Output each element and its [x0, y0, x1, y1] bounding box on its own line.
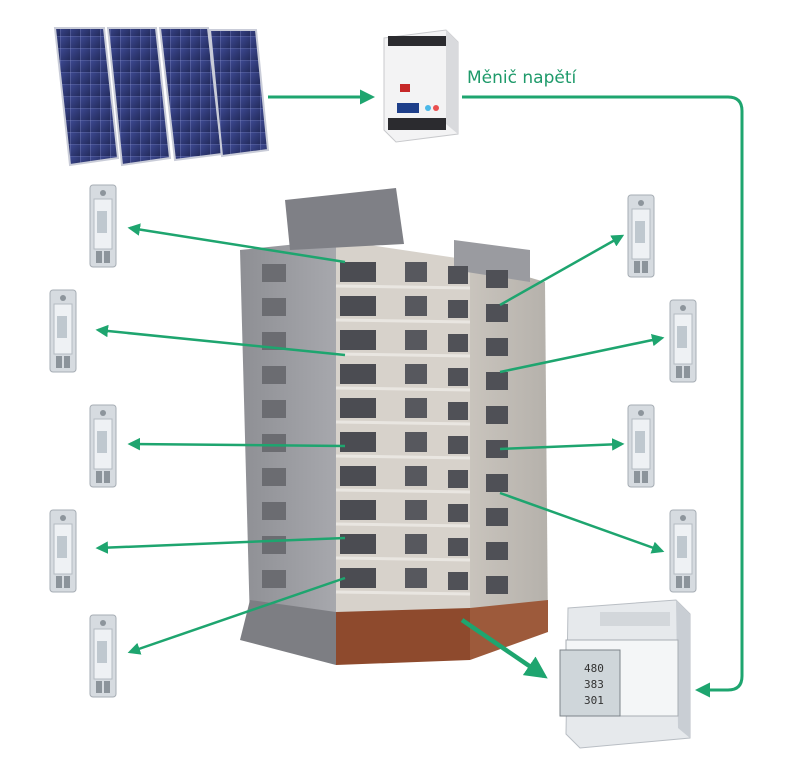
balcony-rail	[335, 454, 471, 460]
inverter-label: Měnič napětí	[467, 68, 577, 88]
building-floors	[262, 262, 508, 596]
meter-feed-arrow	[127, 223, 346, 264]
window	[448, 538, 468, 556]
window	[262, 502, 286, 520]
sub-meter-group	[49, 184, 697, 698]
meter-feed-arrow	[127, 437, 346, 451]
window	[262, 264, 286, 282]
window	[405, 466, 427, 486]
window	[448, 368, 468, 386]
window	[340, 500, 376, 520]
main-meter-icon: 480 383 301	[559, 599, 691, 749]
window	[405, 500, 427, 520]
window	[262, 536, 286, 554]
balcony-rail	[335, 284, 471, 290]
window	[405, 262, 427, 282]
window	[262, 468, 286, 486]
window	[405, 364, 427, 384]
window	[448, 334, 468, 352]
meter-feed-arrow	[499, 333, 665, 374]
balcony-rail	[335, 420, 471, 426]
window	[448, 300, 468, 318]
window	[262, 298, 286, 316]
svg-text:383: 383	[584, 678, 604, 691]
window	[405, 398, 427, 418]
sub-meter-icon	[89, 184, 117, 268]
window	[405, 296, 427, 316]
window	[448, 402, 468, 420]
balcony-rail	[335, 352, 471, 358]
window	[262, 570, 286, 588]
meter-feed-arrow	[499, 234, 625, 307]
sub-meter-icon	[89, 404, 117, 488]
solar-panel-array	[53, 27, 270, 167]
window	[340, 296, 376, 316]
sub-meter-icon	[49, 289, 77, 373]
window	[486, 474, 508, 492]
window	[405, 568, 427, 588]
balcony-rail	[335, 318, 471, 324]
window	[486, 338, 508, 356]
window	[340, 568, 376, 588]
inverter-icon	[383, 29, 459, 143]
window	[486, 406, 508, 424]
window	[262, 434, 286, 452]
window	[448, 266, 468, 284]
distribution-arrows	[95, 223, 665, 655]
window	[340, 534, 376, 554]
window	[340, 330, 376, 350]
meter-feed-arrow	[95, 536, 346, 554]
sub-meter-icon	[49, 509, 77, 593]
inverter-to-main-meter-arrow	[462, 95, 744, 698]
window	[486, 576, 508, 594]
balcony-rail	[335, 488, 471, 494]
sub-meter-icon	[89, 614, 117, 698]
meter-feed-arrow	[127, 576, 346, 655]
window	[486, 270, 508, 288]
meter-feed-arrow	[95, 324, 346, 357]
window	[340, 466, 376, 486]
meter-feed-arrow	[499, 491, 665, 554]
balcony-rail	[335, 386, 471, 392]
window	[448, 436, 468, 454]
window	[262, 400, 286, 418]
window	[340, 398, 376, 418]
window	[486, 372, 508, 390]
balcony-rail	[335, 590, 471, 596]
window	[486, 508, 508, 526]
window	[448, 470, 468, 488]
window	[340, 262, 376, 282]
balcony-rail	[335, 522, 471, 528]
window	[262, 366, 286, 384]
svg-text:480: 480	[584, 662, 604, 675]
window	[405, 330, 427, 350]
window	[405, 432, 427, 452]
sub-meter-icon	[669, 509, 697, 593]
window	[486, 304, 508, 322]
window	[486, 440, 508, 458]
window	[340, 364, 376, 384]
meter-feed-arrow	[499, 438, 625, 451]
solar-panel-icon	[208, 29, 270, 158]
svg-text:301: 301	[584, 694, 604, 707]
balcony-rail	[335, 556, 471, 562]
solar-panel-icon	[106, 27, 172, 167]
sub-meter-icon	[669, 299, 697, 383]
solar-panel-icon	[53, 27, 120, 167]
building-to-main-meter-arrow	[460, 618, 548, 679]
connection-arrows	[268, 89, 744, 698]
window	[486, 542, 508, 560]
window	[340, 432, 376, 452]
window	[448, 504, 468, 522]
sub-meter-icon	[627, 194, 655, 278]
window	[405, 534, 427, 554]
window	[448, 572, 468, 590]
window	[262, 332, 286, 350]
sub-meter-icon	[627, 404, 655, 488]
